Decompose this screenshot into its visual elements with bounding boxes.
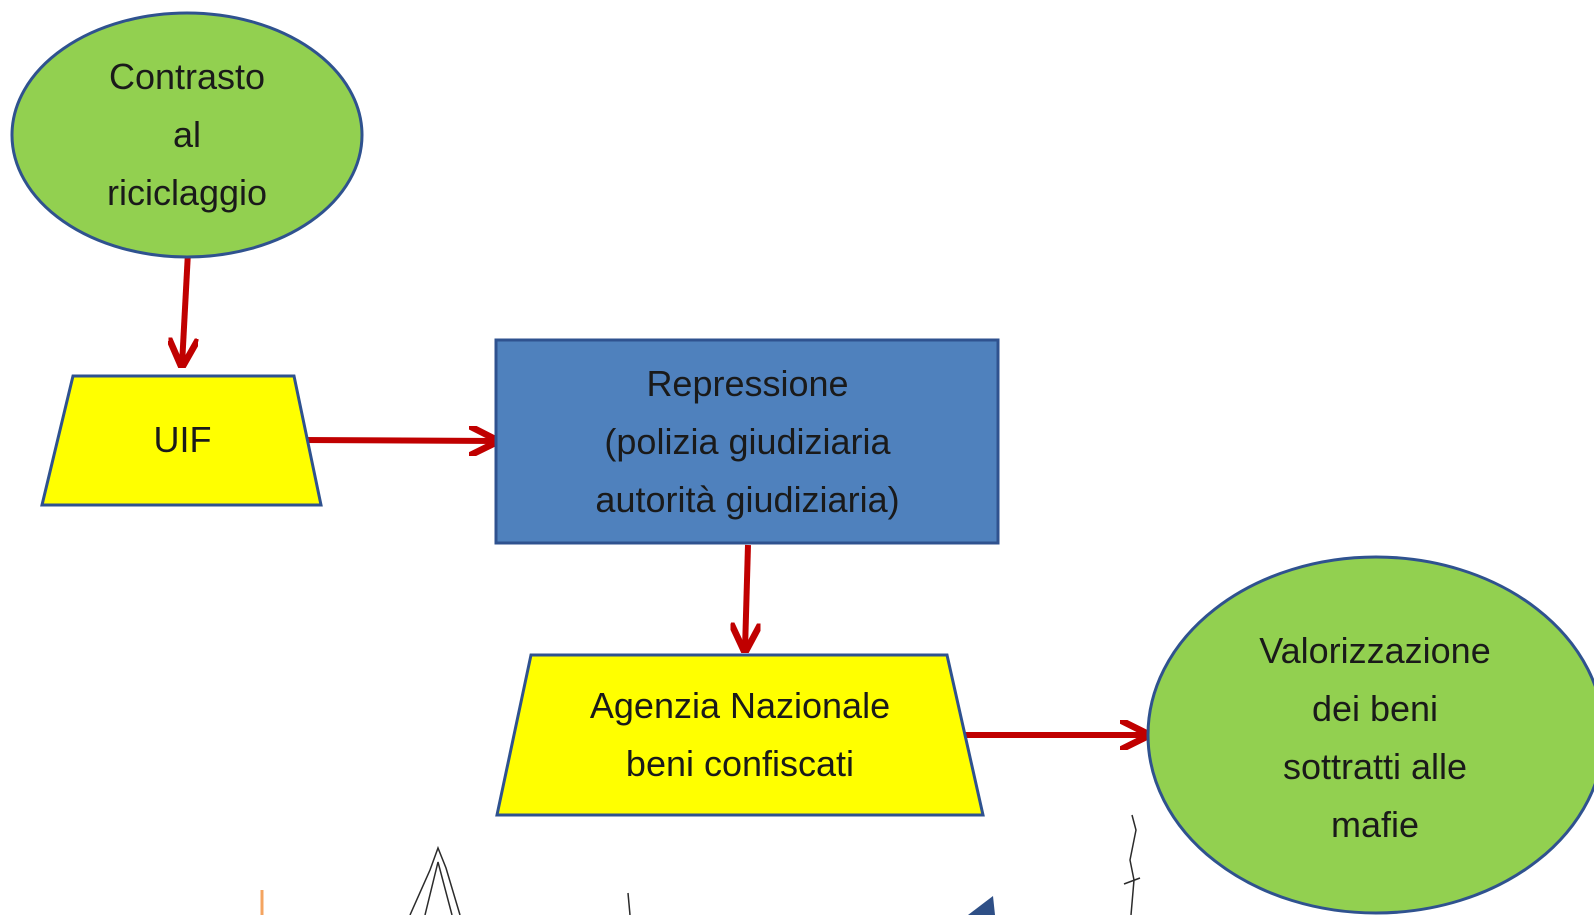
node-agenzia-line: beni confiscati [625,743,855,784]
node-agenzia-label: Agenzia Nazionale beni confiscati [530,675,950,795]
node-contrasto-shape [10,11,364,259]
edge-uif-to-repressione [301,440,496,441]
node-repressione-line: (polizia giudiziaria [604,421,891,462]
node-contrasto-line: al [172,114,201,155]
edge-repressione-to-agenzia [745,544,748,650]
node-contrasto-label: Contrasto al riciclaggio [42,45,332,225]
node-valorizzazione-shape [1146,555,1594,915]
node-repressione-shape [494,338,1000,545]
background-sketch-blue [968,896,995,915]
node-uif-label: UIF [60,410,305,470]
edge-contrasto-to-uif [182,251,188,365]
node-valorizzazione-line: dei beni [1311,688,1439,729]
node-valorizzazione-line: mafie [1330,804,1419,845]
node-repressione-label: Repressione (polizia giudiziaria autorit… [510,352,985,532]
node-agenzia-line: Agenzia Nazionale [589,685,891,726]
node-contrasto-line: Contrasto [108,56,266,97]
node-uif-line: UIF [153,419,212,460]
node-repressione-line: autorità giudiziaria) [595,479,900,520]
node-contrasto-line: riciclaggio [106,172,268,213]
node-uif-shape [40,374,323,507]
node-valorizzazione-label: Valorizzazione dei beni sottratti alle m… [1215,618,1535,858]
background-sketch [409,814,1141,915]
node-agenzia-shape [495,653,985,817]
node-valorizzazione-line: sottratti alle [1282,746,1468,787]
node-repressione-line: Repressione [646,363,849,404]
node-valorizzazione-line: Valorizzazione [1259,630,1491,671]
